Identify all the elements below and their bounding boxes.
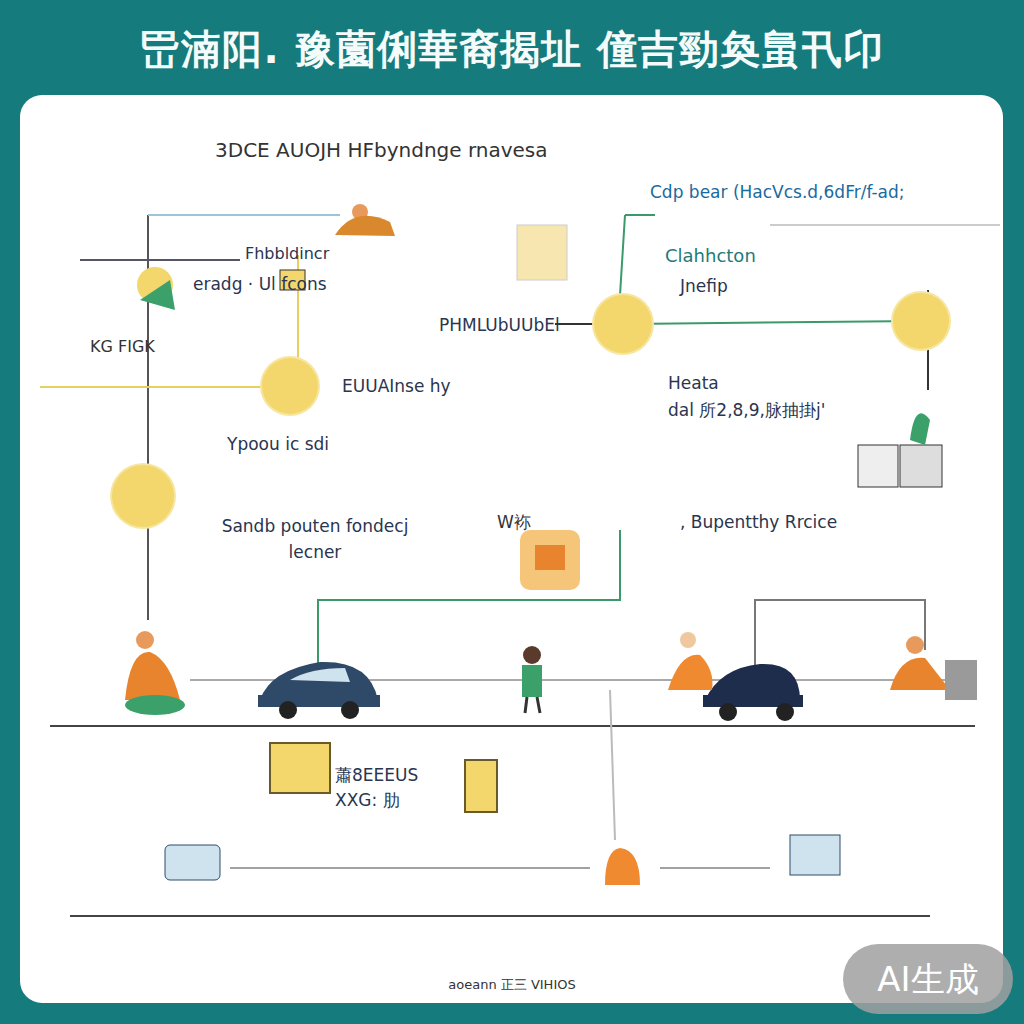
- diagram-title: 岊湳阳. 豫薗俐華裔揭址 僮吉勁奐蛗卂卬: [0, 22, 1024, 77]
- node-text: Sandb pouten fondecj lecner: [200, 513, 430, 565]
- connector-line: [652, 321, 893, 323]
- label-text: 蕭8EEEUS: [335, 764, 418, 787]
- leader-line: [80, 259, 240, 261]
- yellow-circle-node: Sandb pouten fondecj lecner: [112, 465, 174, 527]
- label-text: KG FIGK: [90, 337, 155, 356]
- node-text: Ypoou ic sdi: [227, 434, 329, 454]
- person: [335, 204, 395, 236]
- label-text: Clahhcton: [665, 245, 756, 266]
- leader-line: [625, 214, 655, 216]
- node-text: EUUAInse hy: [342, 376, 451, 396]
- yellow-circle-node: PHMLUbUUbEl: [594, 295, 652, 353]
- person: [522, 646, 542, 713]
- road-line: [70, 915, 930, 917]
- person: [125, 631, 185, 715]
- sign-icon: [270, 743, 497, 812]
- car: [258, 662, 380, 719]
- label-text: eradg · Ul fcons: [193, 274, 327, 294]
- bracket-line: [318, 530, 620, 680]
- label-text: Cdp bear (HacVcs.d,6dFr/f-ad;: [650, 182, 905, 202]
- node-text: dal 所2,8,9,脉抽掛j': [668, 399, 825, 422]
- node-text: PHMLUbUUbEl: [439, 315, 560, 335]
- node-text: Heata: [668, 373, 719, 393]
- package-icon: [520, 530, 580, 590]
- person: [890, 636, 977, 700]
- label-text: XXG: 肋: [335, 789, 400, 812]
- road-line: [50, 725, 975, 727]
- machine-icon: [165, 835, 840, 885]
- label-text: Jnefip: [680, 276, 728, 296]
- leader-line: [620, 215, 625, 295]
- watermark: AI生成: [843, 944, 1013, 1014]
- machine-icon: [858, 413, 942, 487]
- label-text: W袮: [497, 511, 531, 534]
- car: [703, 664, 803, 721]
- yellow-circle-node: Heatadal 所2,8,9,脉抽掛j': [893, 293, 949, 349]
- leader-line: [230, 868, 590, 869]
- leader-line: [660, 868, 770, 869]
- label-text: , Bupentthy Rrcice: [680, 512, 837, 532]
- yellow-circle-node: EUUAInse hyYpoou ic sdi: [262, 358, 318, 414]
- label-text: Fhbbldincr: [245, 244, 329, 263]
- book-icon: [517, 225, 567, 280]
- leader-line: [148, 214, 340, 216]
- leader-line: [770, 225, 1000, 226]
- person: [668, 632, 713, 690]
- leader-line: [555, 323, 594, 325]
- label-text: 3DCE AUOJH HFbyndnge rnavesa: [215, 138, 548, 162]
- leader-line: [610, 690, 615, 840]
- leader-line: [40, 386, 264, 388]
